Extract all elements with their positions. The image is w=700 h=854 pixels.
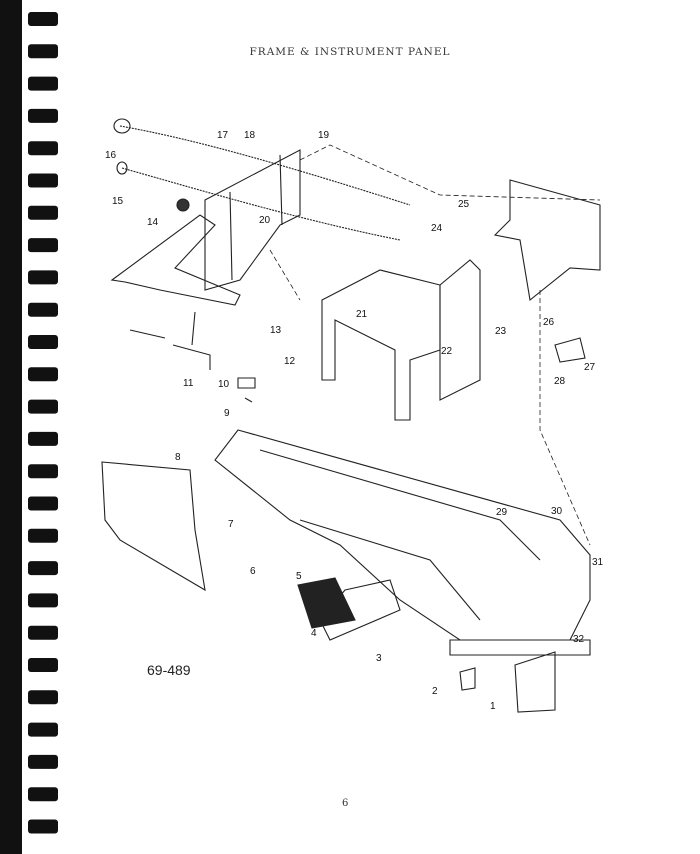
callout-25: 25 <box>458 199 470 210</box>
callout-27: 27 <box>584 362 596 373</box>
main-frame-5 <box>214 429 591 641</box>
binding-ring <box>28 141 58 156</box>
callout-12: 12 <box>284 356 296 367</box>
bracket-2 <box>459 667 476 691</box>
callout-19: 19 <box>318 130 330 141</box>
callout-7: 7 <box>228 519 234 530</box>
bracket-28 <box>554 337 586 363</box>
binding-ring <box>28 12 58 26</box>
instrument-panel-support <box>110 149 301 306</box>
callout-17: 17 <box>217 130 229 141</box>
binding-ring <box>28 431 58 446</box>
pedestal-12 <box>321 259 481 421</box>
binding-ring <box>28 625 58 640</box>
page-number: 6 <box>342 798 349 809</box>
binding-ring <box>28 44 58 59</box>
callout-20: 20 <box>259 215 271 226</box>
callout-29: 29 <box>496 507 508 518</box>
binding-ring <box>28 787 58 802</box>
callout-10: 10 <box>218 379 230 390</box>
callout-28: 28 <box>554 376 566 387</box>
binding-ring <box>28 173 58 188</box>
side-panel-7 <box>101 461 206 592</box>
throttle-cables <box>113 118 411 241</box>
binding-ring <box>28 335 58 349</box>
bracket-10 <box>237 377 256 403</box>
callout-21: 21 <box>356 309 368 320</box>
binding-ring <box>28 593 58 608</box>
callout-2: 2 <box>432 686 438 697</box>
callout-32: 32 <box>573 634 585 645</box>
callout-26: 26 <box>543 317 555 328</box>
binding-ring <box>28 561 58 576</box>
callout-24: 24 <box>431 223 443 234</box>
binding-ring <box>28 722 58 737</box>
pedal-pad-4 <box>297 577 356 629</box>
binding-ring <box>28 205 58 220</box>
callout-13: 13 <box>270 325 282 336</box>
callout-9: 9 <box>224 408 230 419</box>
binding-ring <box>28 399 58 414</box>
callout-3: 3 <box>376 653 382 664</box>
callout-18: 18 <box>244 130 256 141</box>
callout-8: 8 <box>175 452 181 463</box>
callout-30: 30 <box>551 506 563 517</box>
binding-ring <box>28 270 58 285</box>
callout-22: 22 <box>441 346 453 357</box>
binding-ring <box>28 528 58 543</box>
binding-ring <box>28 819 58 834</box>
callout-1: 1 <box>490 701 496 712</box>
binding-ring <box>28 108 58 123</box>
panel-26 <box>493 179 601 302</box>
binding-ring <box>28 658 58 672</box>
callout-23: 23 <box>495 326 507 337</box>
callout-14: 14 <box>147 217 159 228</box>
block-1 <box>514 651 556 713</box>
binding-ring <box>28 496 58 511</box>
binding-ring <box>28 76 58 91</box>
page-title: FRAME & INSTRUMENT PANEL <box>249 46 451 58</box>
drawing-number: 69-489 <box>147 662 191 678</box>
spiral-binding <box>0 0 58 854</box>
callout-5: 5 <box>296 571 302 582</box>
binding-ring <box>28 754 58 769</box>
plate-31 <box>449 639 591 656</box>
rod-11 <box>129 311 211 370</box>
callout-16: 16 <box>105 150 117 161</box>
binding-ring <box>28 464 58 479</box>
callout-11: 11 <box>183 378 194 389</box>
callout-15: 15 <box>112 196 124 207</box>
binding-ring <box>28 690 58 705</box>
binding-ring <box>28 238 58 253</box>
callout-6: 6 <box>250 566 256 577</box>
binding-ring <box>28 367 58 382</box>
callout-31: 31 <box>592 557 604 568</box>
binding-ring <box>28 302 58 317</box>
callout-4: 4 <box>311 628 317 639</box>
